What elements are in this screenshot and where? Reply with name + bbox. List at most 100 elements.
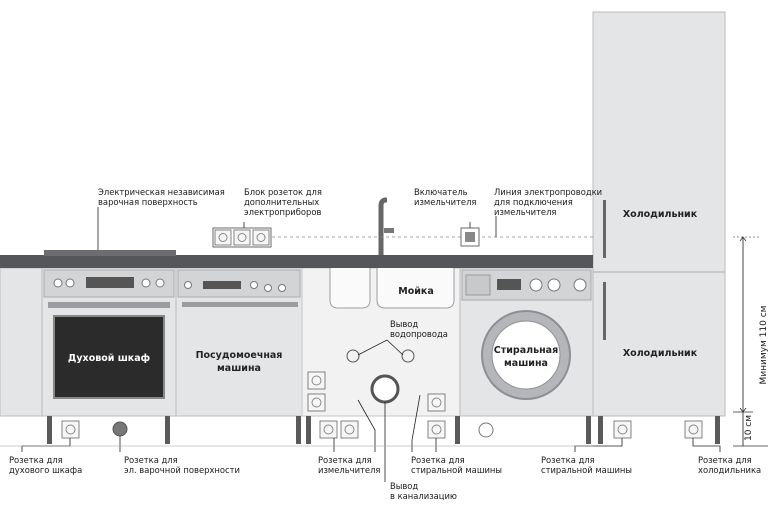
water-outlet-icon xyxy=(401,349,415,363)
grinder-switch-icon xyxy=(465,232,475,242)
dimension-min-height-label: Минимум 110 см xyxy=(759,306,768,385)
socket-grinder-label-line1: Розетка для xyxy=(318,455,372,465)
countertop xyxy=(0,255,593,268)
fridge-label-top: Холодильник xyxy=(623,209,698,220)
oven-window xyxy=(53,315,165,399)
left-cabinet xyxy=(0,267,43,417)
leg xyxy=(47,416,52,444)
leg xyxy=(586,416,591,444)
switch-label-line1: Включатель xyxy=(414,187,468,197)
sink-label: Мойка xyxy=(398,286,434,297)
socket-icon xyxy=(233,229,251,246)
dishwasher-knob-3 xyxy=(264,284,272,292)
socket-hole xyxy=(237,233,247,242)
water-outlet-icon xyxy=(346,349,360,363)
socket-washer1-label-line1: Розетка для xyxy=(411,455,465,465)
socket-hole xyxy=(431,424,442,435)
socket-grinder-label-line2: измельчителя xyxy=(318,465,380,475)
cooktop-label-line2: варочная поверхность xyxy=(98,197,198,207)
cooktop-label-line1: Электрическая независимая xyxy=(98,187,225,197)
leader-lines xyxy=(21,207,721,482)
socket-fridge-label-line1: Розетка для xyxy=(698,455,752,465)
faucet-lever xyxy=(384,228,394,233)
wiring-label-line1: Линия электропроводки xyxy=(494,187,602,197)
fridge-leg-right xyxy=(715,416,720,444)
socket-cooktop-label-line2: эл. варочной поверхности xyxy=(124,465,240,475)
socket-washer-icon xyxy=(613,420,632,439)
socket-icon xyxy=(252,229,270,246)
leg xyxy=(296,416,301,444)
socket-block-label-line3: электроприборов xyxy=(244,207,321,217)
socket-oven-icon xyxy=(61,420,80,439)
socket-icon xyxy=(214,229,232,246)
fridge-handle-top xyxy=(603,200,606,258)
sink-bowl-right xyxy=(376,268,455,309)
socket-hole xyxy=(323,424,334,435)
leg xyxy=(306,416,311,444)
leg xyxy=(165,416,170,444)
socket-hole xyxy=(688,424,699,435)
socket-block-label-line1: Блок розеток для xyxy=(244,187,322,197)
socket-icon xyxy=(307,371,326,390)
washer-knob-3 xyxy=(573,278,587,292)
leg xyxy=(455,416,460,444)
dishwasher-label-line2: машина xyxy=(217,363,261,374)
sink-bowl-left xyxy=(329,268,371,309)
socket-hole xyxy=(256,233,266,242)
dishwasher-knob-2 xyxy=(250,281,258,289)
fridge-body xyxy=(592,11,726,417)
wiring-label-line3: измельчителя xyxy=(494,207,556,217)
socket-oven-label-line2: духового шкафа xyxy=(9,465,82,475)
washer-knob-2 xyxy=(547,278,561,292)
washer-display xyxy=(497,279,521,290)
cooktop xyxy=(44,250,176,256)
socket-fridge-label-line2: холодильника xyxy=(698,465,761,475)
dishwasher-knob-4 xyxy=(278,284,286,292)
oven-display xyxy=(86,277,134,288)
socket-hole xyxy=(431,397,442,408)
socket-washer1-label-line2: стиральной машины xyxy=(411,465,502,475)
dishwasher-display xyxy=(203,281,241,289)
socket-hole xyxy=(218,233,228,242)
socket-icon xyxy=(307,393,326,412)
socket-grinder-icon xyxy=(340,420,359,439)
socket-oven-label-line1: Розетка для xyxy=(9,455,63,465)
dimension-socket-height-label: 10 см xyxy=(744,415,754,441)
socket-washer-icon xyxy=(427,420,446,439)
switch-label-line2: измельчителя xyxy=(414,197,476,207)
socket-cooktop-icon xyxy=(112,421,128,437)
socket-hole xyxy=(617,424,628,435)
oven-knob-2 xyxy=(65,278,75,288)
socket-cooktop-label-line1: Розетка для xyxy=(124,455,178,465)
dishwasher-label-line1: Посудомоечная xyxy=(196,350,283,361)
oven-knob-4 xyxy=(155,278,165,288)
oven-handle xyxy=(48,302,170,308)
socket-hole xyxy=(65,424,76,435)
dishwasher-knob-1 xyxy=(184,281,192,289)
socket-grinder-icon xyxy=(319,420,338,439)
fridge-handle-bottom xyxy=(603,282,606,340)
wiring-label-line2: для подключения xyxy=(494,197,573,207)
socket-washer-icon xyxy=(427,393,446,412)
washer-drawer xyxy=(465,274,491,296)
socket-block-label-line2: дополнительных xyxy=(244,197,319,207)
water-outlet-label-line1: Вывод xyxy=(390,319,418,329)
fridge-leg-left xyxy=(598,416,603,444)
oven-knob-1 xyxy=(53,278,63,288)
dimension-lines xyxy=(0,236,768,447)
sewer-outlet-icon xyxy=(370,374,400,404)
fridge-label-bottom: Холодильник xyxy=(623,348,698,359)
faucet xyxy=(378,197,387,255)
socket-washer2-label-line2: стиральной машины xyxy=(541,465,632,475)
washer-label-line2: машина xyxy=(504,358,548,369)
oven-knob-3 xyxy=(141,278,151,288)
socket-hole xyxy=(311,397,322,408)
socket-hole xyxy=(311,375,322,386)
washer-knob-1 xyxy=(529,278,543,292)
washer-label-line1: Стиральная xyxy=(494,345,558,356)
water-outlet-label-line2: водопровода xyxy=(390,329,448,339)
socket-fridge-icon xyxy=(684,420,703,439)
washer-door-glass xyxy=(491,320,561,390)
oven-label: Духовой шкаф xyxy=(68,353,150,364)
